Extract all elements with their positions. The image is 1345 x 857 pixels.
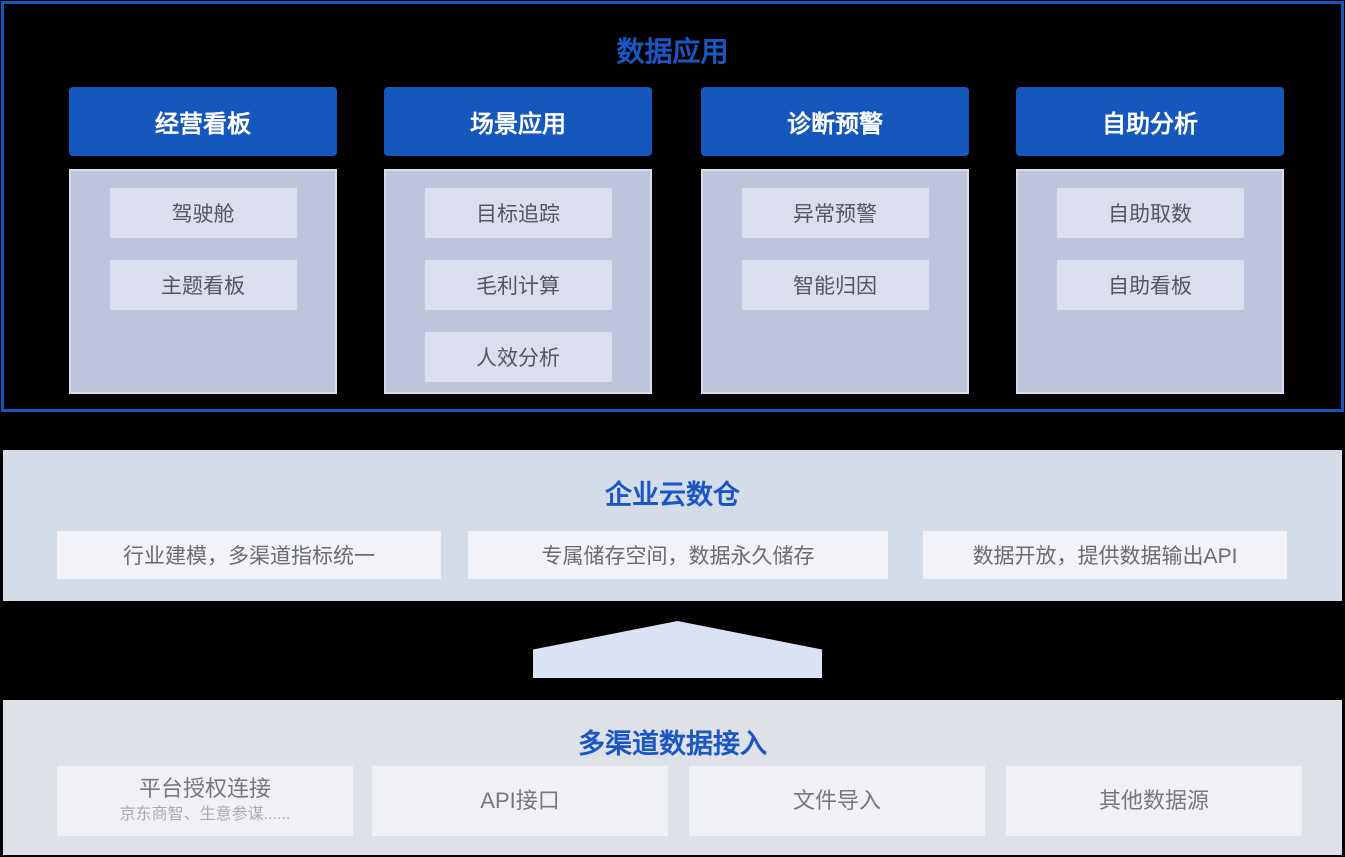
cloud-warehouse-layer: 企业云数仓 行业建模，多渠道指标统一 专属储存空间，数据永久储存 数据开放，提供…	[3, 450, 1342, 601]
data-application-layer: 数据应用 经营看板 驾驶舱 主题看板 场景应用 目标追踪 毛利计算 人效分析 诊…	[1, 1, 1344, 412]
feature-item: 自助取数	[1056, 188, 1244, 238]
source-label: API接口	[480, 787, 560, 813]
feature-item: 人效分析	[424, 332, 612, 382]
feature-item: 驾驶舱	[109, 188, 297, 238]
source-other-data: 其他数据源	[1006, 766, 1302, 836]
up-arrow-icon	[533, 621, 822, 678]
column-header-scenario-apps: 场景应用	[384, 87, 652, 156]
data-ingestion-title: 多渠道数据接入	[578, 729, 767, 759]
cloud-warehouse-title: 企业云数仓	[605, 480, 740, 510]
source-sublabel: 京东商智、生意参谋......	[119, 805, 291, 823]
feature-item: 智能归因	[741, 260, 929, 310]
feature-item: 自助看板	[1056, 260, 1244, 310]
column-panel-diagnostic-alerts: 异常预警 智能归因	[701, 169, 969, 394]
data-application-title: 数据应用	[616, 36, 729, 67]
column-panel-scenario-apps: 目标追踪 毛利计算 人效分析	[384, 169, 652, 394]
source-label: 其他数据源	[1098, 787, 1209, 813]
warehouse-feature-storage: 专属储存空间，数据永久储存	[468, 531, 888, 579]
column-header-diagnostic-alerts: 诊断预警	[701, 87, 969, 156]
data-ingestion-layer: 多渠道数据接入 平台授权连接 京东商智、生意参谋...... API接口 文件导…	[3, 700, 1342, 855]
source-api: API接口	[372, 766, 668, 836]
source-label: 平台授权连接	[138, 776, 271, 802]
warehouse-feature-modeling: 行业建模，多渠道指标统一	[57, 531, 441, 579]
column-header-self-service-analysis: 自助分析	[1016, 87, 1284, 156]
source-file-import: 文件导入	[689, 766, 985, 836]
source-platform-auth: 平台授权连接 京东商智、生意参谋......	[57, 766, 353, 836]
feature-item: 异常预警	[741, 188, 929, 238]
feature-item: 目标追踪	[424, 188, 612, 238]
warehouse-feature-open-api: 数据开放，提供数据输出API	[923, 531, 1287, 579]
column-header-business-dashboard: 经营看板	[69, 87, 337, 156]
feature-item: 毛利计算	[424, 260, 612, 310]
column-panel-self-service-analysis: 自助取数 自助看板	[1016, 169, 1284, 394]
column-panel-business-dashboard: 驾驶舱 主题看板	[69, 169, 337, 394]
feature-item: 主题看板	[109, 260, 297, 310]
source-label: 文件导入	[792, 787, 881, 813]
